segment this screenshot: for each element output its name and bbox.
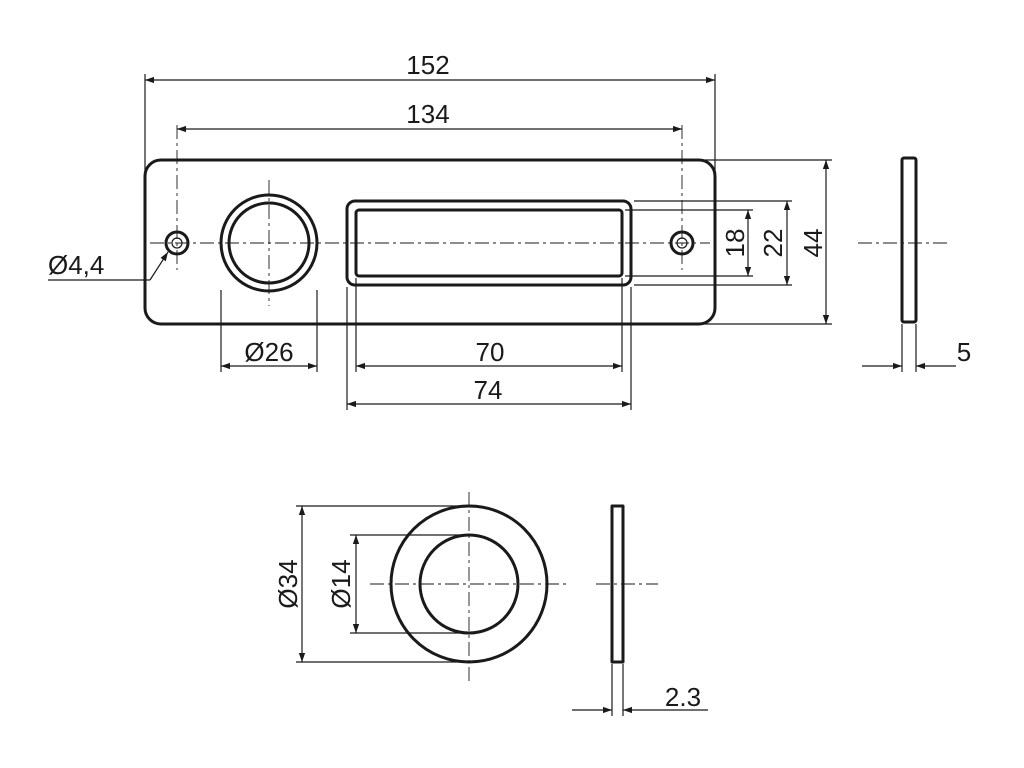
dim-text-18: 18 bbox=[720, 229, 750, 258]
plate-extension-lines bbox=[144, 74, 832, 410]
dim-text-14: Ø14 bbox=[326, 559, 356, 608]
dim-text-74: 74 bbox=[474, 375, 503, 405]
dim-text-70: 70 bbox=[476, 337, 505, 367]
screw-hole-leader bbox=[48, 251, 169, 281]
plate-front-view: 152 134 Ø4,4 Ø26 70 74 18 22 44 bbox=[48, 50, 832, 410]
dim-text-134: 134 bbox=[406, 99, 449, 129]
dim-text-152: 152 bbox=[406, 50, 449, 80]
washer-front-view: Ø34 Ø14 bbox=[273, 492, 570, 684]
plate-center-lines bbox=[150, 125, 710, 306]
plate-outline bbox=[143, 158, 717, 326]
dim-text-screw-hole: Ø4,4 bbox=[48, 250, 104, 280]
plate-side-view: 5 bbox=[858, 156, 971, 372]
dim-text-44: 44 bbox=[798, 229, 828, 258]
dim-text-22: 22 bbox=[758, 229, 788, 258]
dim-text-2-3: 2.3 bbox=[665, 682, 701, 712]
washer-side-view: 2.3 bbox=[572, 504, 708, 716]
dim-text-26: Ø26 bbox=[244, 337, 293, 367]
dim-text-34: Ø34 bbox=[273, 559, 303, 608]
plate-side-outline bbox=[900, 156, 918, 324]
dim-text-5: 5 bbox=[957, 337, 971, 367]
